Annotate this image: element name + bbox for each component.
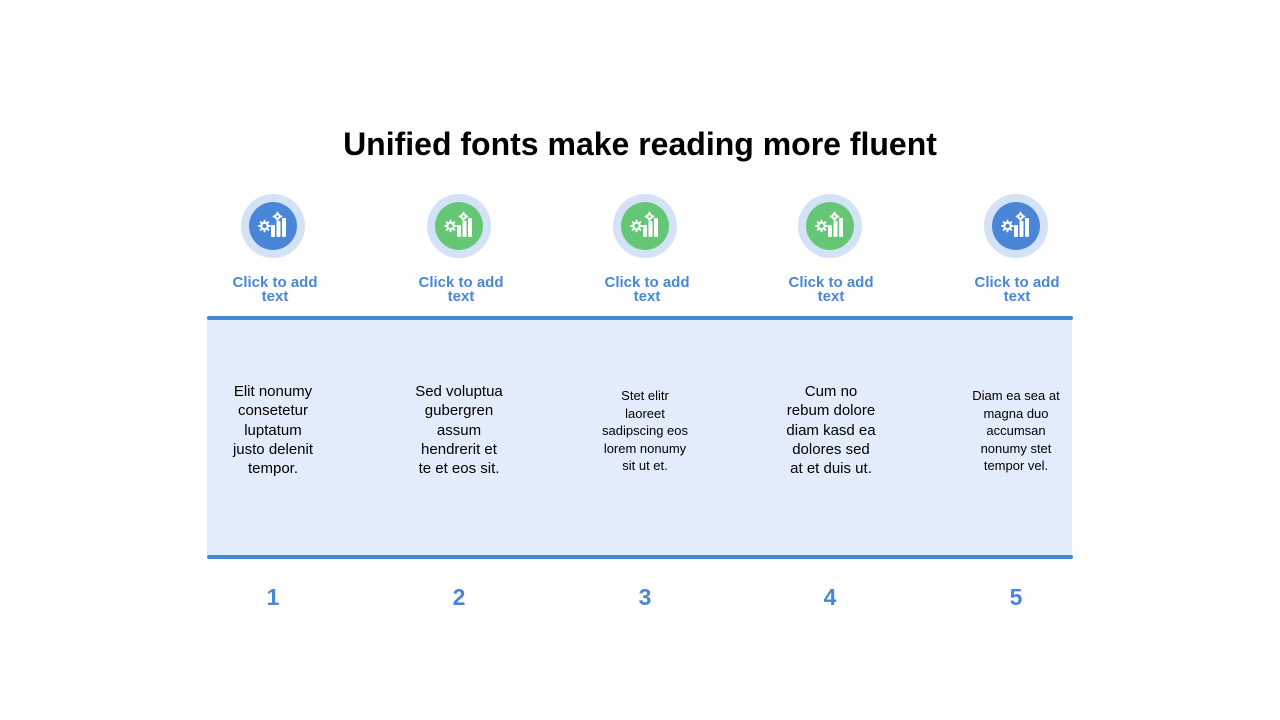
text-line: at et duis ut. [790,460,872,478]
column-number-5[interactable]: 5 [1009,584,1023,610]
icon-ring-3[interactable] [613,194,677,258]
text-line: Cum no [804,383,858,400]
column-number-3[interactable]: 3 [638,584,652,610]
chart-gear-icon [815,211,843,237]
chart-gear-icon [258,211,286,237]
column-label-line: text [817,288,845,305]
column-label-4[interactable]: Click to add text [766,274,896,305]
icon-disc-3 [621,202,669,250]
column-text-4[interactable]: Cum no rebum dolore diam kasd ea dolores… [771,382,891,478]
text-line: gubergren [424,402,494,420]
icon-disc-2 [435,202,483,250]
icon-disc-1 [249,202,297,250]
text-line: lorem nonumy [603,440,687,456]
chart-gear-icon [1001,211,1029,237]
column-text-2[interactable]: Sed voluptua gubergren assum hendrerit e… [399,382,519,478]
band-top-rule [207,316,1073,320]
text-line: Stet elitr [621,388,669,403]
text-line: tempor. [247,460,299,478]
column-label-line: Click to add [604,274,690,291]
text-line: sadipscing eos [602,423,688,439]
icon-ring-5[interactable] [984,194,1048,258]
column-label-1[interactable]: Click to add text [210,274,340,305]
text-line: consetetur [237,402,309,420]
icon-ring-4[interactable] [798,194,862,258]
text-line: Sed voluptua [415,383,503,400]
icon-ring-1[interactable] [241,194,305,258]
column-label-line: Click to add [418,274,504,291]
text-line: rebum dolore [786,402,876,420]
column-label-line: text [447,288,475,305]
column-text-5[interactable]: Diam ea sea at magna duo accumsan nonumy… [956,387,1076,475]
column-label-5[interactable]: Click to add text [952,274,1082,305]
column-label-line: Click to add [788,274,874,291]
text-line: luptatum [244,421,302,439]
text-line: diam kasd ea [786,421,876,439]
icon-ring-2[interactable] [427,194,491,258]
icon-disc-4 [806,202,854,250]
text-line: dolores sed [792,440,870,458]
column-number-4[interactable]: 4 [823,584,837,610]
column-label-line: Click to add [974,274,1060,291]
band-bottom-rule [207,555,1073,559]
text-line: tempor vel. [983,458,1049,474]
column-text-3[interactable]: Stet elitr laoreet sadipscing eos lorem … [585,387,705,475]
column-label-line: text [1003,288,1031,305]
column-text-1[interactable]: Elit nonumy consetetur luptatum justo de… [213,382,333,478]
text-line: laoreet [625,405,665,421]
chart-gear-icon [630,211,658,237]
column-label-3[interactable]: Click to add text [582,274,712,305]
text-line: assum [436,421,482,439]
slide-title[interactable]: Unified fonts make reading more fluent [343,126,937,162]
text-line: nonumy stet [980,440,1052,456]
text-line: te et eos sit. [418,460,500,478]
text-line: Elit nonumy [233,383,313,400]
icon-disc-5 [992,202,1040,250]
column-label-2[interactable]: Click to add text [396,274,526,305]
text-line: Diam ea sea at [972,388,1060,403]
text-line: justo delenit [232,440,314,458]
column-label-line: Click to add [232,274,318,291]
column-number-1[interactable]: 1 [266,584,280,610]
column-label-line: text [633,288,661,305]
text-line: accumsan [986,423,1046,439]
column-number-2[interactable]: 2 [452,584,466,610]
text-line: hendrerit et [421,440,497,458]
content-band [207,317,1072,558]
chart-gear-icon [444,211,472,237]
text-line: magna duo [983,405,1049,421]
text-line: sit ut et. [622,458,668,474]
column-label-line: text [261,288,289,305]
